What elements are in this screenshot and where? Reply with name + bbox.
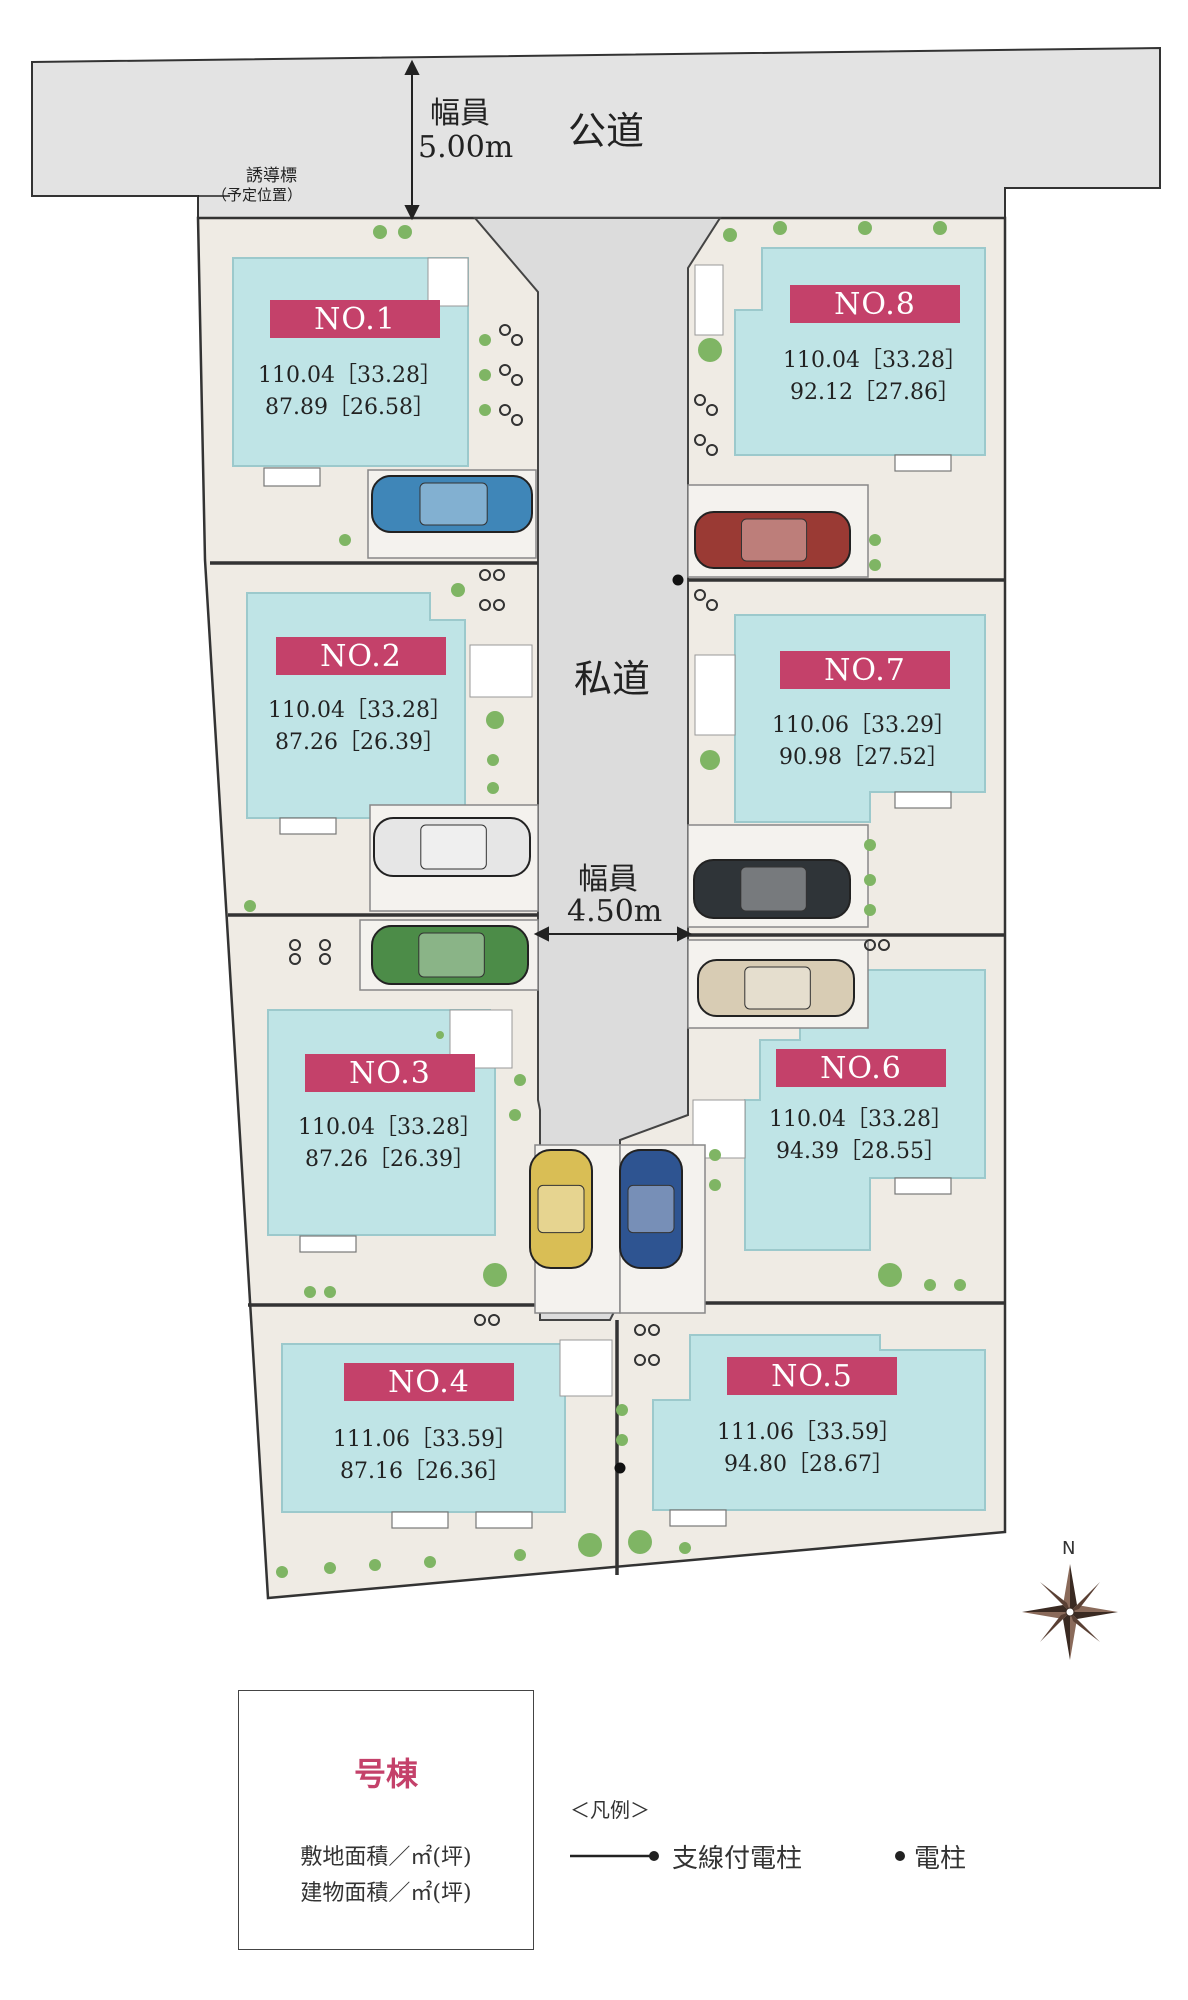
- legend-building-area-caption: 建物面積／㎡(坪): [300, 1881, 472, 1906]
- lot-land-area-7: 110.06［33.29］: [772, 713, 956, 738]
- bicycle-racks: [289, 324, 890, 1366]
- outdoor-units: [263, 454, 952, 1529]
- lot-land-area-8: 110.04［33.28］: [783, 348, 967, 373]
- parked-car: [371, 925, 529, 985]
- legend-box: 号棟 敷地面積／㎡(坪) 建物面積／㎡(坪): [238, 1690, 534, 1950]
- legend-guy-pole-label: 支線付電柱: [672, 1844, 803, 1874]
- lot-building-area-7: 90.98［27.52］: [779, 745, 949, 770]
- legend-pole-dot: [895, 1851, 905, 1861]
- lot-label-7: NO.7: [780, 651, 950, 689]
- lot-building-area-2: 87.26［26.39］: [275, 730, 445, 755]
- lot-land-area-2: 110.04［33.28］: [268, 698, 452, 723]
- lot-label-5: NO.5: [727, 1357, 897, 1395]
- parked-car: [693, 859, 851, 919]
- guide-sign-sublabel: （予定位置）: [212, 186, 303, 204]
- lot-land-area-1: 110.04［33.28］: [258, 363, 442, 388]
- public-road-width-value: 5.00m: [418, 130, 514, 165]
- legend-caption: ＜凡例＞: [570, 1798, 650, 1822]
- lot-building-area-3: 87.26［26.39］: [305, 1147, 475, 1172]
- cars: [371, 475, 855, 1269]
- lot-land-area-5: 111.06［33.59］: [717, 1420, 901, 1445]
- legend-title: 号棟: [353, 1755, 418, 1793]
- porch-tiles: [427, 257, 746, 1397]
- private-road-width-value: 4.50m: [567, 894, 663, 929]
- lot-label-6: NO.6: [776, 1049, 946, 1087]
- utility-poles: [614, 574, 684, 1474]
- lot-building-area-8: 92.12［27.86］: [790, 380, 960, 405]
- compass-north-label: N: [1062, 1538, 1076, 1559]
- lot-label-3: NO.3: [305, 1054, 475, 1092]
- dimension-arrows: [198, 59, 693, 942]
- lot-building-area-6: 94.39［28.55］: [776, 1139, 946, 1164]
- private-road: [472, 217, 722, 1321]
- lot-label-1: NO.1: [270, 300, 440, 338]
- parked-car: [371, 475, 533, 533]
- lot-building-area-5: 94.80［28.67］: [724, 1452, 894, 1477]
- lot-label-8: NO.8: [790, 285, 960, 323]
- lot-label-4: NO.4: [344, 1363, 514, 1401]
- lot-land-area-6: 110.04［33.28］: [769, 1107, 953, 1132]
- legend-pole-label: 電柱: [914, 1844, 967, 1874]
- parked-car: [529, 1149, 593, 1269]
- lot-boundaries: [210, 561, 1005, 1575]
- legend-land-area-caption: 敷地面積／㎡(坪): [300, 1845, 472, 1870]
- lot-land-area-3: 110.04［33.28］: [298, 1115, 482, 1140]
- parked-car: [619, 1149, 683, 1269]
- public-road-width-label: 幅員: [430, 96, 490, 131]
- public-road-label: 公道: [568, 109, 645, 153]
- parked-car: [697, 959, 855, 1017]
- parked-car: [694, 511, 851, 569]
- guide-sign-label: 誘導標: [246, 166, 297, 186]
- private-road-label: 私道: [574, 657, 651, 701]
- parked-car: [373, 817, 531, 877]
- legend-guy-pole-dot: [649, 1851, 659, 1861]
- compass-rose-icon: [1022, 1564, 1118, 1660]
- lot-land-area-4: 111.06［33.59］: [333, 1427, 517, 1452]
- trees: [244, 221, 966, 1578]
- private-road-width-label: 幅員: [578, 862, 638, 897]
- lot-label-2: NO.2: [276, 637, 446, 675]
- lot-building-area-1: 87.89［26.58］: [265, 395, 435, 420]
- lot-building-area-4: 87.16［26.36］: [340, 1459, 510, 1484]
